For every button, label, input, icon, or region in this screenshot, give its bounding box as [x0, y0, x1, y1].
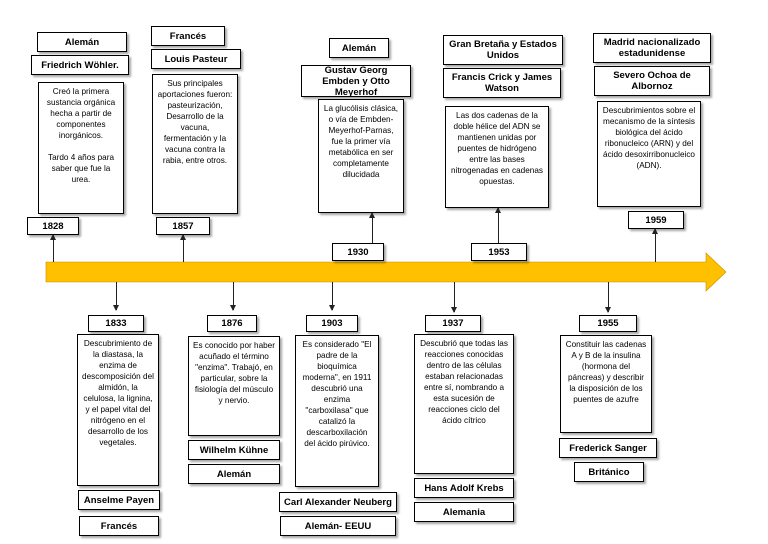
origin-label: Alemán: [37, 32, 127, 52]
year-badge: 1903: [306, 315, 358, 332]
event-description: Constituir las cadenas A y B de la insul…: [560, 335, 652, 433]
year-badge: 1937: [425, 315, 481, 332]
event-description: Descubrimiento de la diastasa, la enzima…: [77, 334, 159, 486]
connector-arrow: [605, 282, 611, 313]
origin-label: Madrid nacionalizado estadunidense: [593, 33, 711, 63]
year-badge: 1959: [628, 211, 684, 229]
origin-label: Francés: [79, 516, 159, 536]
year-badge: 1857: [156, 217, 210, 235]
event-description: Creó la primera sustancia orgánica hecha…: [38, 82, 124, 214]
event-description: Sus principales aportaciones fueron: pas…: [152, 74, 238, 214]
origin-label: Alemán- EEUU: [280, 516, 396, 536]
year-badge: 1955: [579, 315, 637, 332]
event-description: Descubrió que todas las reacciones conoc…: [414, 334, 514, 474]
year-badge: 1930: [332, 243, 384, 261]
event-description: Es considerado "El padre de la bioquímic…: [295, 335, 379, 487]
scientist-label: Hans Adolf Krebs: [414, 478, 514, 498]
year-badge: 1833: [88, 315, 144, 332]
event-description: Descubrimientos sobre el mecanismo de la…: [597, 101, 701, 207]
origin-label: Británico: [574, 462, 644, 482]
year-badge: 1828: [27, 217, 79, 235]
timeline-arrow-shape: [45, 252, 727, 292]
scientist-label: Friedrich Wöhler.: [31, 55, 129, 75]
connector-arrow: [369, 212, 375, 243]
connector-arrow: [230, 282, 236, 311]
scientist-label: Louis Pasteur: [151, 49, 241, 69]
origin-label: Gran Bretaña y Estados Unidos: [443, 35, 563, 65]
origin-label: Alemán: [188, 464, 280, 484]
scientist-label: Gustav Georg Embden y Otto Meyerhof: [301, 65, 411, 98]
connector-arrow: [50, 234, 56, 262]
connector-arrow: [451, 282, 457, 313]
scientist-label: Frederick Sanger: [559, 438, 657, 458]
connector-arrow: [652, 228, 658, 262]
year-badge: 1953: [471, 243, 527, 261]
scientist-label: Carl Alexander Neuberg: [279, 492, 397, 512]
origin-label: Francés: [151, 26, 225, 46]
scientist-label: Wilhelm Kühne: [188, 440, 280, 460]
event-description: Es conocido por haber acuñado el término…: [188, 336, 280, 436]
event-description: La glucólisis clásica, o vía de Embden-M…: [318, 99, 404, 213]
connector-arrow: [113, 282, 119, 311]
connector-arrow: [495, 207, 501, 243]
connector-arrow: [329, 282, 335, 311]
origin-label: Alemania: [414, 502, 514, 522]
scientist-label: Severo Ochoa de Albornoz: [594, 66, 710, 96]
connector-arrow: [180, 234, 186, 262]
scientist-label: Francis Crick y James Watson: [443, 68, 561, 98]
origin-label: Alemán: [329, 38, 389, 58]
event-description: Las dos cadenas de la doble hélice del A…: [445, 106, 549, 208]
scientist-label: Anselme Payen: [78, 490, 160, 510]
year-badge: 1876: [207, 315, 257, 332]
